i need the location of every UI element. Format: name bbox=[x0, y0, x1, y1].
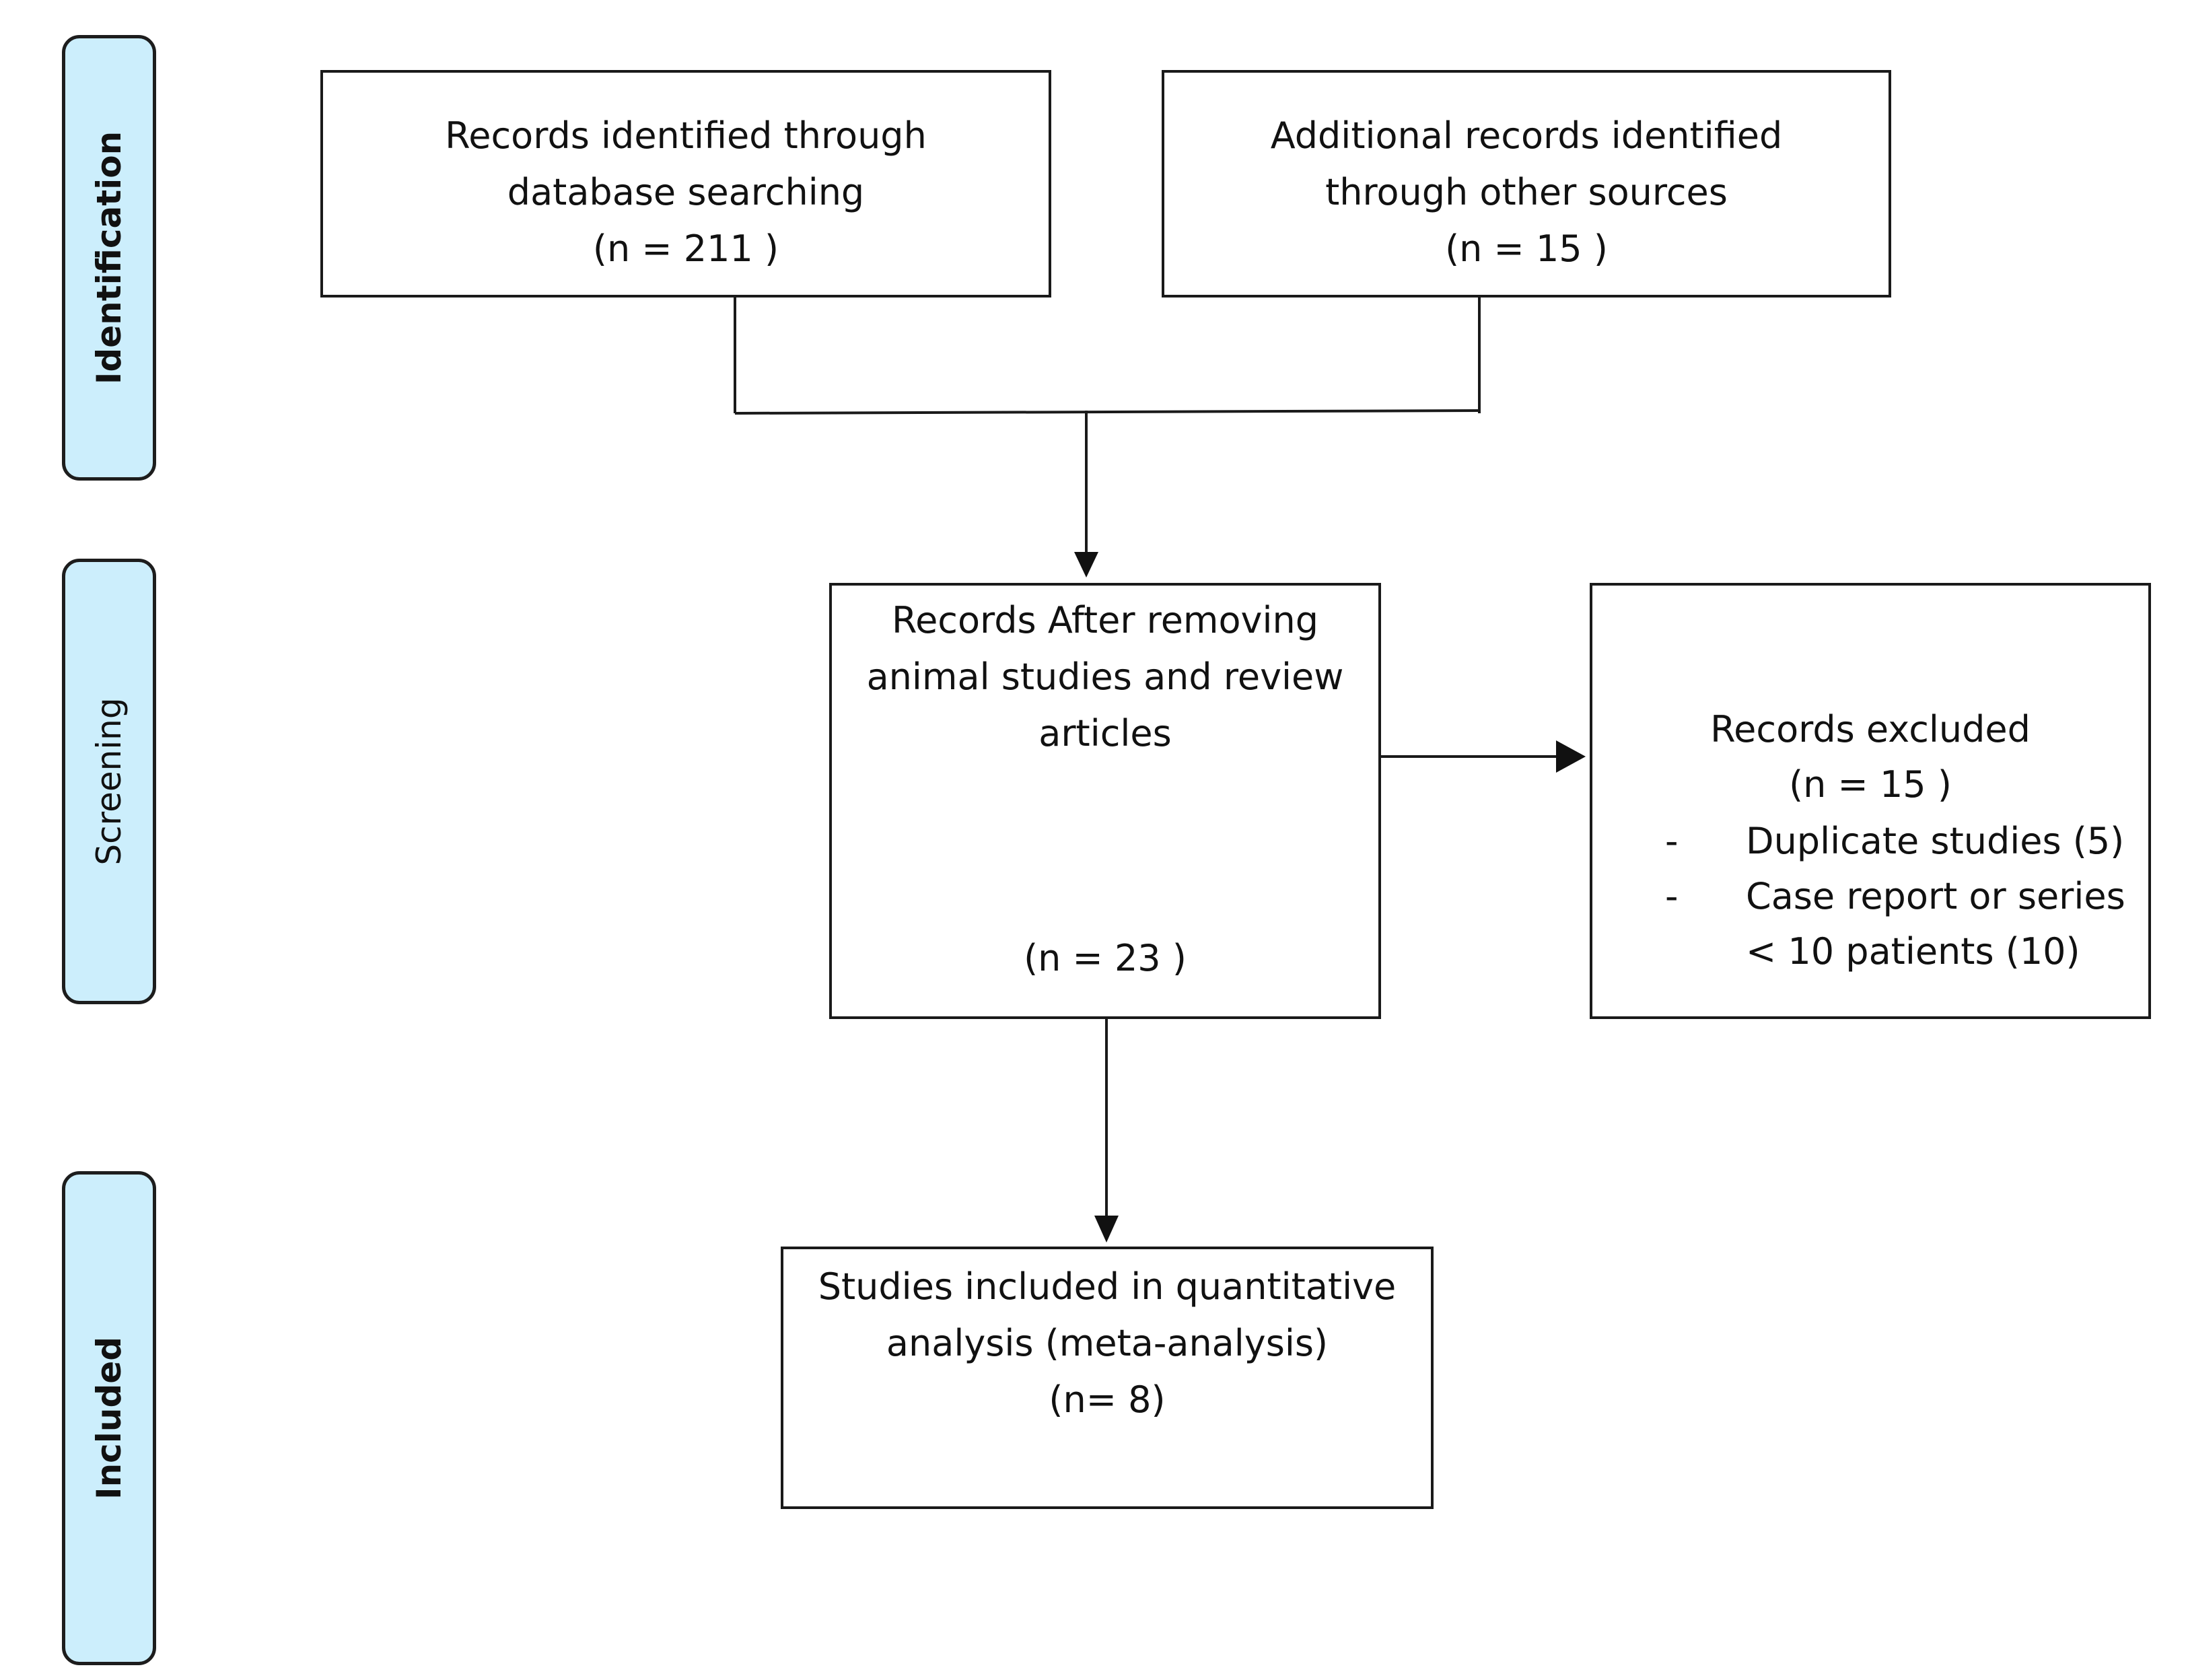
arrowhead-to-screened bbox=[1074, 552, 1098, 578]
included-line1: Studies included in quantitative bbox=[818, 1265, 1397, 1308]
database-line2: database searching bbox=[507, 171, 865, 213]
excluded-reason-text: < 10 patients (10) bbox=[1746, 930, 2080, 973]
excluded-count: (n = 15 ) bbox=[1789, 763, 1952, 806]
screened-line3: articles bbox=[1038, 712, 1172, 755]
stage-included-label: Included bbox=[90, 1336, 129, 1500]
arrowhead-to-included bbox=[1094, 1216, 1119, 1242]
box-database-records: Records identified through database sear… bbox=[320, 70, 1051, 298]
stage-identification-label: Identification bbox=[90, 131, 129, 385]
other-line1: Additional records identified bbox=[1270, 114, 1783, 157]
box-records-screened: Records After removing animal studies an… bbox=[829, 583, 1381, 1019]
included-count: (n= 8) bbox=[1049, 1378, 1166, 1421]
stage-identification: Identification bbox=[62, 35, 156, 481]
other-count: (n = 15 ) bbox=[1445, 228, 1608, 270]
database-count: (n = 211 ) bbox=[592, 228, 779, 270]
box-records-excluded: Records excluded (n = 15 ) - Duplicate s… bbox=[1590, 583, 2151, 1019]
bullet-dash: - bbox=[1665, 820, 1679, 862]
screened-line1: Records After removing bbox=[891, 599, 1319, 641]
bullet-dash: - bbox=[1665, 875, 1679, 917]
screened-count: (n = 23 ) bbox=[1024, 937, 1187, 979]
arrowhead-to-excluded bbox=[1556, 740, 1586, 773]
box-studies-included: Studies included in quantitative analysi… bbox=[781, 1247, 1434, 1509]
excluded-title: Records excluded bbox=[1710, 708, 2031, 750]
excluded-reason-text: Case report or series bbox=[1746, 875, 2125, 917]
other-line2: through other sources bbox=[1325, 171, 1728, 213]
connector-merge-line bbox=[734, 409, 1480, 415]
stage-screening: Screening bbox=[62, 559, 156, 1004]
excluded-reason-text: Duplicate studies (5) bbox=[1746, 820, 2125, 862]
stage-screening-label: Screening bbox=[90, 697, 129, 866]
screened-line2: animal studies and review bbox=[866, 656, 1344, 698]
stage-included: Included bbox=[62, 1171, 156, 1665]
database-line1: Records identified through bbox=[445, 114, 927, 157]
box-other-sources: Additional records identified through ot… bbox=[1162, 70, 1891, 298]
included-line2: analysis (meta-analysis) bbox=[886, 1322, 1329, 1364]
